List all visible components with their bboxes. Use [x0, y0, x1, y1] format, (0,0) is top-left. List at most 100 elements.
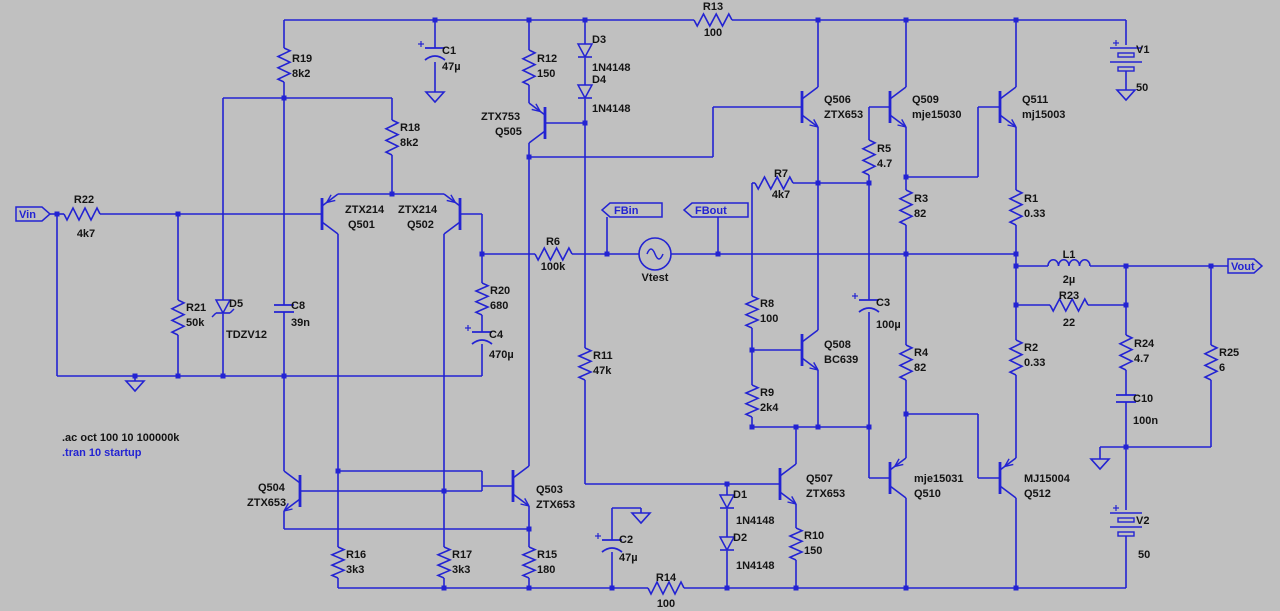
- resistor-body[interactable]: [170, 299, 186, 336]
- transistor-lead[interactable]: [528, 102, 546, 116]
- battery-plate[interactable]: [1117, 66, 1135, 72]
- transistor-lead[interactable]: [889, 457, 907, 471]
- transistor-lead[interactable]: [889, 86, 907, 100]
- transistor-lead[interactable]: [443, 193, 461, 207]
- resistor-body[interactable]: [744, 384, 760, 418]
- emitter-arrow-icon[interactable]: [894, 458, 900, 467]
- spice-directive[interactable]: .tran 10 startup: [62, 447, 142, 459]
- emitter-arrow-icon[interactable]: [524, 498, 530, 507]
- transistor-lead[interactable]: [321, 221, 339, 235]
- zener-hook[interactable]: [211, 312, 217, 318]
- resistor-body[interactable]: [898, 344, 914, 381]
- resistor-body[interactable]: [474, 282, 490, 316]
- wires[interactable]: [50, 19, 1228, 589]
- transistor-lead[interactable]: [512, 465, 530, 479]
- resistor-body[interactable]: [520, 546, 538, 579]
- transistor-lead[interactable]: [889, 485, 907, 499]
- emitter-arrow-icon[interactable]: [809, 124, 819, 128]
- resistor-body[interactable]: [647, 580, 685, 596]
- resistor-body[interactable]: [744, 295, 760, 329]
- zener-hook[interactable]: [229, 308, 235, 314]
- resistor-body[interactable]: [521, 49, 537, 86]
- resistor-body[interactable]: [384, 119, 400, 156]
- resistor-body[interactable]: [1049, 297, 1089, 313]
- emitter-arrow-icon[interactable]: [1004, 458, 1010, 467]
- transistor-lead[interactable]: [801, 329, 819, 343]
- resistor-R5[interactable]: R54.7: [861, 139, 892, 176]
- battery-plate[interactable]: [1117, 52, 1135, 58]
- diode-triangle[interactable]: [576, 43, 594, 59]
- diode-triangle[interactable]: [718, 494, 736, 510]
- port-vin[interactable]: Vin: [15, 206, 52, 222]
- emitter-arrow-icon[interactable]: [1011, 119, 1017, 128]
- cap-plate-curved[interactable]: [601, 547, 623, 553]
- cap-plate-curved[interactable]: [471, 339, 493, 345]
- emitter-arrow-icon[interactable]: [809, 367, 819, 371]
- diode-triangle[interactable]: [576, 84, 594, 100]
- emitter-arrow-icon[interactable]: [283, 503, 289, 512]
- port-fbout[interactable]: FBout: [682, 202, 749, 218]
- emitter-arrow-icon[interactable]: [520, 503, 530, 507]
- spice-directive[interactable]: .ac oct 100 10 100000k: [62, 432, 180, 444]
- resistor-body[interactable]: [1008, 339, 1024, 376]
- transistor-lead[interactable]: [889, 114, 907, 128]
- resistor-body[interactable]: [754, 175, 794, 191]
- inductor-coil[interactable]: [1047, 258, 1091, 267]
- resistor-body[interactable]: [788, 527, 804, 561]
- resistor-R1[interactable]: R10.33: [1008, 189, 1045, 226]
- resistor-body[interactable]: [435, 546, 453, 579]
- resistor-body[interactable]: [276, 47, 292, 83]
- transistor-lead[interactable]: [283, 498, 301, 512]
- transistor-lead[interactable]: [999, 485, 1017, 499]
- emitter-arrow-icon[interactable]: [1004, 463, 1014, 468]
- transistor-lead[interactable]: [443, 221, 461, 235]
- resistor-body[interactable]: [63, 206, 101, 222]
- emitter-arrow-icon[interactable]: [531, 108, 541, 113]
- cap-plate-curved[interactable]: [424, 55, 446, 61]
- emitter-arrow-icon[interactable]: [450, 194, 456, 203]
- port-outline[interactable]: [15, 206, 52, 222]
- port-fbin[interactable]: FBin: [600, 202, 663, 218]
- emitter-arrow-icon[interactable]: [791, 496, 797, 505]
- battery-plate[interactable]: [1117, 517, 1135, 523]
- port-vout[interactable]: Vout: [1227, 258, 1264, 274]
- resistor-body[interactable]: [329, 546, 347, 579]
- emitter-arrow-icon[interactable]: [813, 362, 819, 371]
- transistor-lead[interactable]: [999, 86, 1017, 100]
- emitter-arrow-icon[interactable]: [813, 119, 819, 128]
- resistor-body[interactable]: [1118, 334, 1134, 371]
- resistor-body[interactable]: [577, 347, 593, 381]
- emitter-arrow-icon[interactable]: [283, 508, 293, 512]
